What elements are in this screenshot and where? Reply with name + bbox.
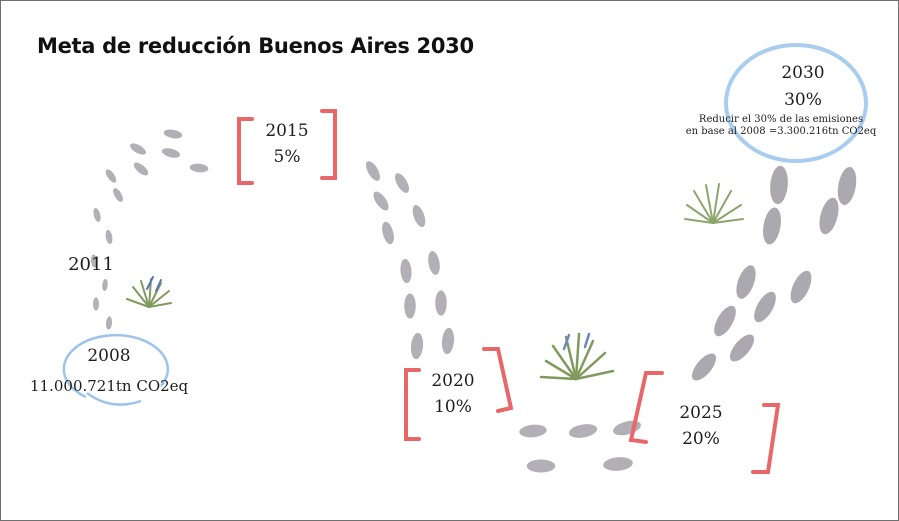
footprints-2015-2020 xyxy=(363,158,456,360)
bracket-2020-right xyxy=(482,347,514,413)
bracket-2025-right xyxy=(751,403,781,474)
plant-2 xyxy=(539,332,615,381)
milestone-2015-year: 2015 xyxy=(265,121,309,141)
milestone-2020-percent: 10% xyxy=(434,397,472,417)
page-title: Meta de reducción Buenos Aires 2030 xyxy=(37,34,474,58)
milestone-2030-year: 2030 xyxy=(781,63,825,83)
plant-1 xyxy=(126,276,172,308)
milestone-2030-note-line2: en base al 2008 =3.300.216tn CO2eq xyxy=(685,126,877,137)
milestone-2015-percent: 5% xyxy=(273,147,301,167)
milestone-2020-year: 2020 xyxy=(431,371,475,391)
milestone-2011-year: 2011 xyxy=(68,254,114,275)
bracket-2015-right xyxy=(320,109,337,180)
plant-3 xyxy=(684,183,744,224)
circle-2008-lower xyxy=(86,391,142,406)
footprints-2020-2025 xyxy=(518,418,643,473)
milestone-2025-year: 2025 xyxy=(679,403,723,423)
milestone-2030-percent: 30% xyxy=(784,90,822,110)
bracket-2015-left xyxy=(237,117,254,185)
plants xyxy=(126,183,744,381)
circle-2030 xyxy=(724,43,868,163)
bracket-2025-left xyxy=(628,371,664,444)
bracket-2020-left xyxy=(404,368,421,441)
milestone-2030-note-line1: Reducir el 30% de las emisiones xyxy=(698,114,864,125)
footprints-2025-2030 xyxy=(687,165,859,385)
milestone-2008-detail: 11.000.721tn CO2eq xyxy=(30,377,189,395)
milestone-2008-year: 2008 xyxy=(87,346,131,366)
brackets xyxy=(237,109,781,474)
milestone-2030-note: Reducir el 30% de las emisiones en base … xyxy=(665,114,897,138)
milestone-2025-percent: 20% xyxy=(682,429,720,449)
circle-2008 xyxy=(62,333,170,399)
